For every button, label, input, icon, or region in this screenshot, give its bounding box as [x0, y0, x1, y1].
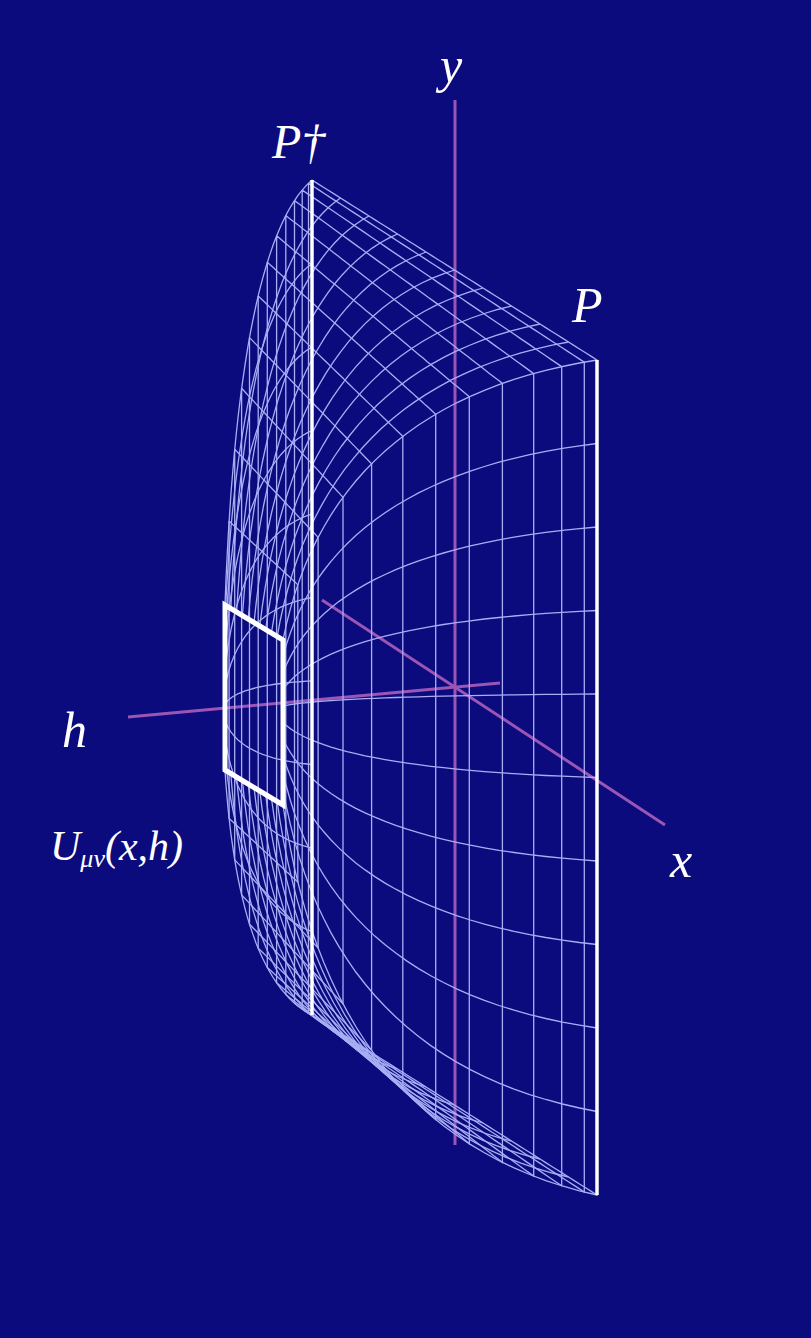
mesh-line	[242, 781, 397, 1070]
mesh-line	[237, 216, 369, 612]
mesh-line	[260, 288, 483, 626]
mesh-line	[225, 737, 312, 848]
plaquette	[225, 605, 283, 805]
mesh-line	[283, 611, 597, 690]
plaquette-label: Uμν(x,h)	[50, 825, 183, 872]
mesh-line	[225, 347, 312, 638]
mesh-line	[260, 791, 483, 1123]
mesh-line	[225, 264, 312, 622]
mesh-line	[225, 770, 312, 1015]
x-axis	[322, 600, 665, 825]
mesh-line	[231, 198, 341, 609]
mesh-line	[225, 180, 312, 605]
boundary-p-dagger	[310, 180, 314, 1015]
mesh-line	[283, 805, 597, 1195]
mesh-line	[225, 514, 312, 671]
mesh-line	[248, 252, 426, 619]
axis-label: y	[440, 40, 462, 90]
mesh-line	[283, 756, 597, 945]
mesh-line	[266, 795, 512, 1142]
axis-label: x	[670, 835, 692, 885]
mesh-line	[283, 694, 597, 706]
mesh-line	[254, 788, 455, 1106]
mesh-line	[225, 681, 312, 704]
mesh-line	[283, 527, 597, 673]
mesh-line	[283, 360, 597, 640]
boundary-label: P	[572, 280, 603, 330]
mesh-line	[235, 449, 318, 948]
mesh-line	[283, 723, 597, 778]
mesh-line	[225, 721, 312, 765]
h-axis	[128, 683, 500, 717]
axis-label: h	[62, 705, 87, 755]
mesh-line	[242, 234, 397, 616]
boundary-p	[595, 360, 599, 1195]
mesh-line	[277, 342, 568, 637]
mesh-line	[267, 262, 435, 1119]
boundary-label: P†	[272, 118, 325, 166]
mesh-line	[254, 270, 455, 623]
mesh-line	[283, 772, 597, 1028]
mesh-line	[309, 183, 585, 1192]
mesh-line	[258, 296, 403, 1089]
mesh-line	[266, 306, 512, 630]
mesh-line	[283, 739, 597, 861]
mesh-line	[283, 789, 597, 1112]
mesh-line	[225, 605, 283, 805]
